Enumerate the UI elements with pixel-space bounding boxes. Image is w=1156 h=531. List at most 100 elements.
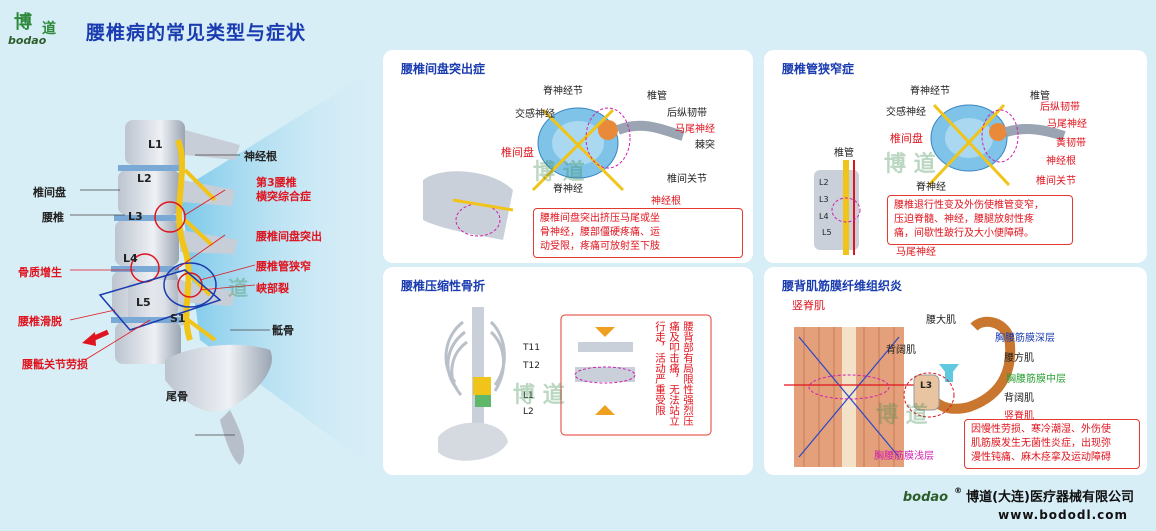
p2-label-ligamentum-flavum: 黄韧带: [1056, 138, 1086, 149]
p1-label-spinal-nerve: 脊神经: [553, 184, 583, 195]
p3-note-col3: 行走，活动严重受限: [654, 321, 666, 416]
label-disc-herniation: 腰椎间盘突出: [256, 230, 322, 243]
p2-level-l3: L3: [819, 195, 829, 204]
p2-label-ganglion: 脊神经节: [910, 86, 950, 97]
label-l3-transverse: 第3腰椎 横突综合症: [256, 176, 311, 203]
footer-company-name: 博道(大连)医疗器械有限公司: [966, 490, 1134, 505]
label-sacrum: 骶骨: [272, 324, 294, 337]
label-lumbosacral-strain: 腰骶关节劳损: [22, 358, 88, 371]
footer-brand: bodao: [902, 490, 949, 505]
p2-label-facet: 椎间关节: [1036, 176, 1076, 187]
watermark-p1: 博 道: [533, 159, 585, 185]
myofascitis-diagram: [784, 316, 1016, 467]
p1-label-cauda: 马尾神经: [675, 124, 715, 135]
p2-level-l4: L4: [819, 212, 829, 221]
p2-label-spinal-nerve: 脊神经: [916, 182, 946, 193]
footer-url[interactable]: www.bododl.com: [998, 508, 1128, 522]
p2-label-disc: 椎间盘: [890, 132, 923, 145]
p1-label-nerve-root: 神经根: [651, 196, 681, 207]
p4-label-erector: 竖脊肌: [792, 299, 825, 312]
spine-illustration: [69, 60, 390, 480]
p2-level-l5: L5: [822, 228, 832, 237]
coccyx-shape: [220, 410, 245, 465]
footer-reg: ®: [954, 486, 963, 495]
logo-brand-text: bodao: [8, 34, 47, 47]
brand-logo: 博 道 bodao: [8, 8, 68, 48]
p1-label-ganglion: 脊神经节: [543, 86, 583, 97]
p3-level-l1: L1: [523, 391, 534, 401]
p3-level-t12: T12: [523, 361, 540, 371]
p4-label-erector-2: 竖脊肌: [1004, 411, 1034, 422]
page-title: 腰椎病的常见类型与症状: [86, 22, 307, 44]
p2-symptom-note: 腰椎退行性变及外伤使椎管变窄， 压迫脊髓、神经，腰腿放射性疼 痛，间歇性跛行及大…: [887, 195, 1073, 245]
watermark-p2: 博 道: [884, 151, 936, 177]
p1-label-disc: 椎间盘: [501, 146, 534, 159]
label-coccyx: 尾骨: [166, 390, 188, 403]
label-canal-stenosis: 腰椎管狭窄: [256, 260, 311, 273]
p2-label-canal: 椎管: [1030, 91, 1050, 102]
p4-label-psoas: 腰大肌: [926, 315, 956, 326]
p3-note-col2: 痛及叩击痛，无法站立: [668, 321, 680, 426]
p1-label-sympathetic: 交感神经: [515, 109, 555, 120]
label-disc: 椎间盘: [33, 186, 66, 199]
label-spondylolisthesis: 腰椎滑脱: [18, 315, 62, 328]
compression-fracture-diagram: [438, 307, 712, 461]
panel-disc-herniation: 腰椎间盘突出症 脊神经节 椎管 交感神经 后纵韧带 马尾神经 棘突 椎间盘 椎间…: [383, 50, 753, 263]
watermark-p4: 博 道: [876, 402, 928, 428]
vertebra-l2: L2: [137, 172, 152, 185]
p4-label-quadratus: 腰方肌: [1004, 353, 1034, 364]
highlight-beam: [180, 60, 390, 480]
p3-level-l2: L2: [523, 407, 534, 417]
logo-glyph-bo: 博: [14, 12, 32, 33]
label-pars-defect: 峡部裂: [256, 282, 289, 295]
panel3-title: 腰椎压缩性骨折: [401, 279, 486, 293]
p4-label-middle-fascia: 胸腰筋膜中层: [1006, 374, 1066, 385]
p2-label-canal-side: 椎管: [834, 148, 854, 159]
p4-label-deep-fascia: 胸腰筋膜深层: [995, 333, 1055, 344]
p2-label-cauda-side: 马尾神经: [896, 247, 936, 258]
p2-level-l2: L2: [819, 178, 829, 187]
p1-label-canal: 椎管: [647, 91, 667, 102]
panel4-title: 腰背肌筋膜纤维组织炎: [782, 279, 903, 293]
disc-herniation-diagram: [423, 107, 685, 240]
p2-label-nerve-root: 神经根: [1046, 156, 1076, 167]
vertebra-l1: L1: [148, 138, 163, 151]
p1-symptom-note: 腰椎间盘突出挤压马尾或坐 骨神经，腰部僵硬疼痛、运 动受限，疼痛可放射至下肢: [533, 208, 743, 258]
footer-company: bodao ®博道(大连)医疗器械有限公司: [903, 486, 1134, 505]
slip-arrow-head: [82, 332, 96, 346]
p1-label-facet: 椎间关节: [667, 174, 707, 185]
vertebra-l4: L4: [123, 252, 138, 265]
p4-label-latissimus: 背阔肌: [886, 345, 916, 356]
panel-canal-stenosis: 腰椎管狭窄症 脊神经节 椎管 交感神经 后纵韧带 马尾神经 黄韧带 椎间盘 神经…: [764, 50, 1147, 263]
p4-label-latissimus-2: 背阔肌: [1004, 393, 1034, 404]
p1-label-spinous: 棘突: [695, 140, 715, 151]
p1-label-pll: 后纵韧带: [667, 108, 707, 119]
p4-symptom-note: 因慢性劳损、寒冷潮湿、外伤使 肌筋膜发生无菌性炎症，出现弥 漫性钝痛、麻木痉挛及…: [964, 419, 1140, 469]
label-osteophyte: 骨质增生: [18, 266, 62, 279]
logo-glyph-dao: 道: [42, 21, 56, 37]
sacrum-shape: [165, 344, 272, 412]
p2-label-sympathetic: 交感神经: [886, 107, 926, 118]
watermark-left: 道: [228, 276, 248, 300]
vertebra-s1: S1: [170, 312, 186, 325]
arrow-down-top: [595, 327, 615, 337]
slip-outline: [98, 269, 222, 331]
p4-level-l3: L3: [920, 381, 932, 391]
canal-stenosis-diagram: [814, 103, 1066, 255]
p4-label-superficial-fascia: 胸腰筋膜浅层: [874, 451, 934, 462]
panel-myofascitis: 腰背肌筋膜纤维组织炎 竖脊肌 腰大肌 胸腰筋膜深层 背阔肌 腰方肌 胸腰筋膜中层…: [764, 267, 1147, 475]
watermark-p3: 博 道: [513, 382, 565, 408]
label-nerve-root: 神经根: [244, 150, 277, 163]
p3-level-t11: T11: [523, 343, 540, 353]
panel2-title: 腰椎管狭窄症: [782, 62, 855, 76]
p3-note-col1: 腰背部有局限性强烈压: [682, 321, 694, 426]
transverse-section-arrow: [939, 364, 959, 377]
arrow-up-bottom: [595, 405, 615, 415]
p2-label-pll: 后纵韧带: [1040, 102, 1080, 113]
p2-label-cauda: 马尾神经: [1047, 119, 1087, 130]
panel1-title: 腰椎间盘突出症: [401, 62, 486, 76]
vertebra-l5: L5: [136, 296, 151, 309]
panel-compression-fracture: 腰椎压缩性骨折 T11 T12 L1 L2 腰背部有局限性强烈压 痛及叩击痛，无…: [383, 267, 753, 475]
label-lumbar: 腰椎: [42, 211, 64, 224]
vertebra-l3: L3: [128, 210, 143, 223]
